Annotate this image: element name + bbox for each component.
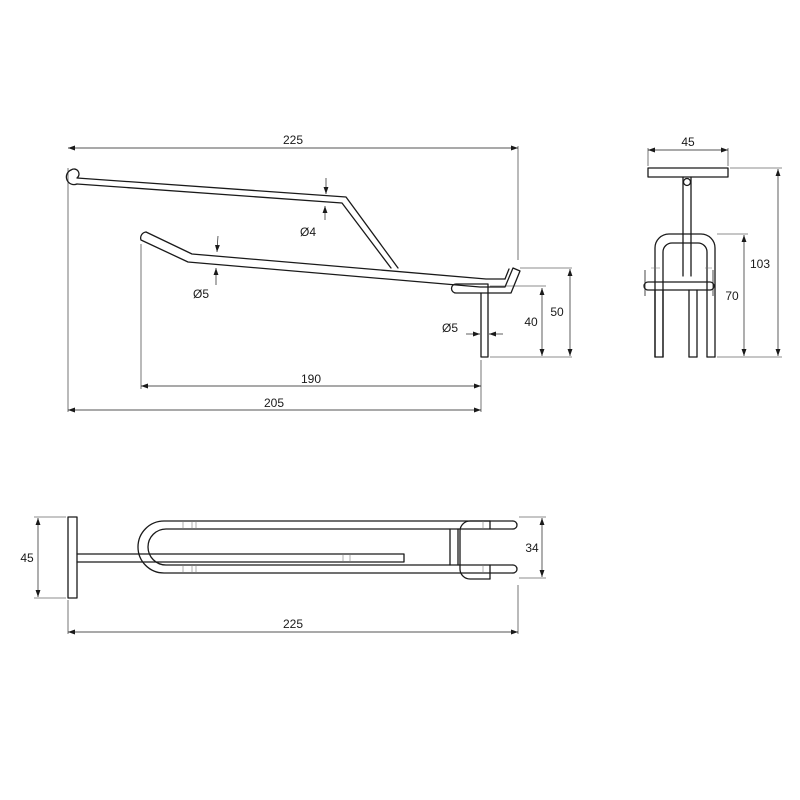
- side-view: 225 Ø4 Ø5 Ø5 40 50 190 205: [65, 133, 573, 413]
- lower-wire: [140, 231, 521, 294]
- lower-arm-length-label: 190: [301, 372, 321, 386]
- top-overall-length-label: 225: [283, 617, 303, 631]
- top-view: 45 34 225: [20, 516, 546, 635]
- backplate: [647, 167, 729, 178]
- pin: [480, 292, 489, 358]
- end-overall-height-label: 103: [750, 257, 770, 271]
- pin-diameter-label: Ø5: [442, 321, 458, 335]
- reach-length-label: 205: [264, 396, 284, 410]
- lower-wire-diameter-label: Ø5: [193, 287, 209, 301]
- total-height-label: 50: [550, 305, 564, 319]
- top-plate-height-label: 45: [20, 551, 34, 565]
- loop-height-label: 70: [725, 289, 739, 303]
- prong-spacing-label: 34: [525, 541, 539, 555]
- end-view: 45 103 70: [643, 135, 782, 358]
- backplate-top: [67, 516, 78, 599]
- plate-width-label: 45: [681, 135, 695, 149]
- pin-height-label: 40: [524, 315, 538, 329]
- upper-wire: [65, 168, 399, 269]
- upper-wire-diameter-label: Ø4: [300, 225, 316, 239]
- side-overall-length-label: 225: [283, 133, 303, 147]
